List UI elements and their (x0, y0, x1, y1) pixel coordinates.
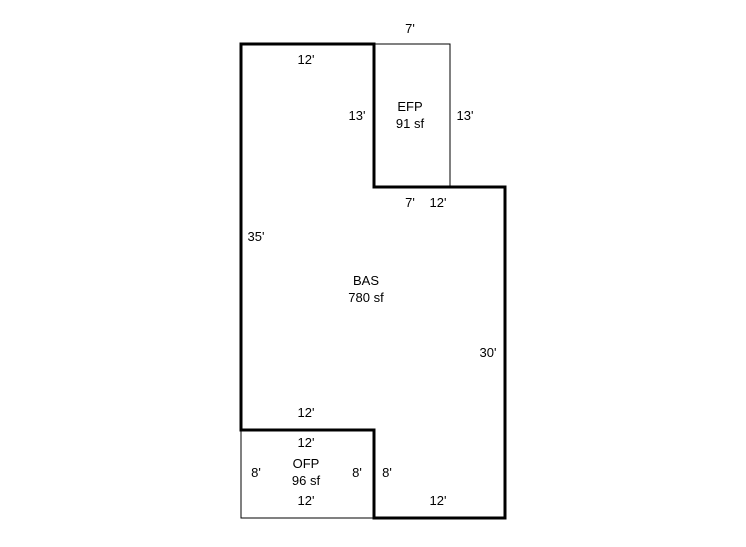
dim-ofp-bottom: 12' (298, 493, 315, 508)
efp-label: EFP (397, 99, 422, 114)
dim-bas-right-top: 12' (430, 195, 447, 210)
dim-bas-efp-side: 13' (349, 108, 366, 123)
dim-bas-ofp-side: 8' (382, 465, 392, 480)
dim-bas-bottom-left: 12' (298, 405, 315, 420)
dim-ofp-right: 8' (352, 465, 362, 480)
ofp-label: OFP (293, 456, 320, 471)
efp-area: 91 sf (396, 116, 425, 131)
dim-bas-right: 30' (480, 345, 497, 360)
bas-label: BAS (353, 273, 379, 288)
ofp-area: 96 sf (292, 473, 321, 488)
dim-bas-left: 35' (248, 229, 265, 244)
bas-area: 780 sf (348, 290, 384, 305)
dim-bas-bottom-right: 12' (430, 493, 447, 508)
dim-bas-top: 12' (298, 52, 315, 67)
dim-ofp-top: 12' (298, 435, 315, 450)
dim-efp-right: 13' (457, 108, 474, 123)
dim-bas-notch: 7' (405, 195, 415, 210)
dim-ofp-left: 8' (251, 465, 261, 480)
bas-outline (239, 42, 507, 520)
dim-efp-top: 7' (405, 21, 415, 36)
